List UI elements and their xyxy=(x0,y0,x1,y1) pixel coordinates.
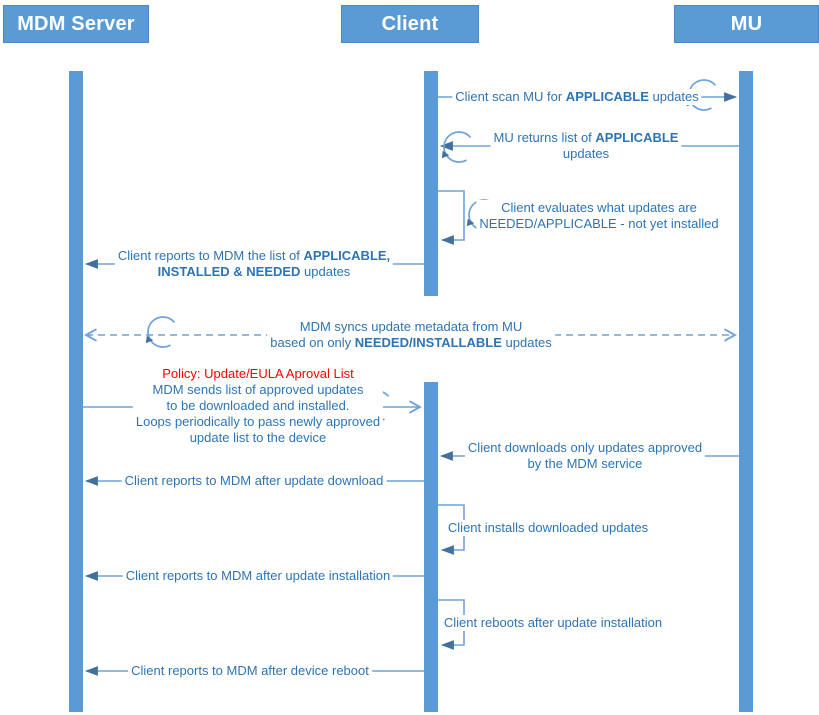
lifeline-mu xyxy=(739,71,753,712)
actor-label-mu: MU xyxy=(730,12,763,35)
actor-box-mu: MU xyxy=(674,5,819,43)
message-report-after-install: Client reports to MDM after update insta… xyxy=(122,568,394,584)
message-client-reboots: Client reboots after update installation xyxy=(440,615,666,631)
message-client-reports-list: Client reports to MDM the list of APPLIC… xyxy=(114,248,394,280)
message-client-scan-mu: Client scan MU for APPLICABLE updates xyxy=(452,89,702,105)
message-report-after-download: Client reports to MDM after update downl… xyxy=(121,473,387,489)
lifeline-mdm-server xyxy=(69,71,83,712)
actor-box-client: Client xyxy=(341,5,479,43)
message-report-after-reboot: Client reports to MDM after device reboo… xyxy=(128,663,372,679)
lifeline-client-upper xyxy=(424,71,438,296)
actor-label-client: Client xyxy=(381,12,439,35)
actor-label-mdm-server: MDM Server xyxy=(17,12,135,35)
loop-icon-client-receive xyxy=(440,131,472,163)
lifeline-client-lower xyxy=(424,382,438,712)
message-client-installs: Client installs downloaded updates xyxy=(444,520,652,536)
actor-box-mdm-server: MDM Server xyxy=(3,5,149,43)
loop-icon-mdm-sync xyxy=(144,316,176,348)
arrow-client-evaluates-self xyxy=(438,190,465,245)
